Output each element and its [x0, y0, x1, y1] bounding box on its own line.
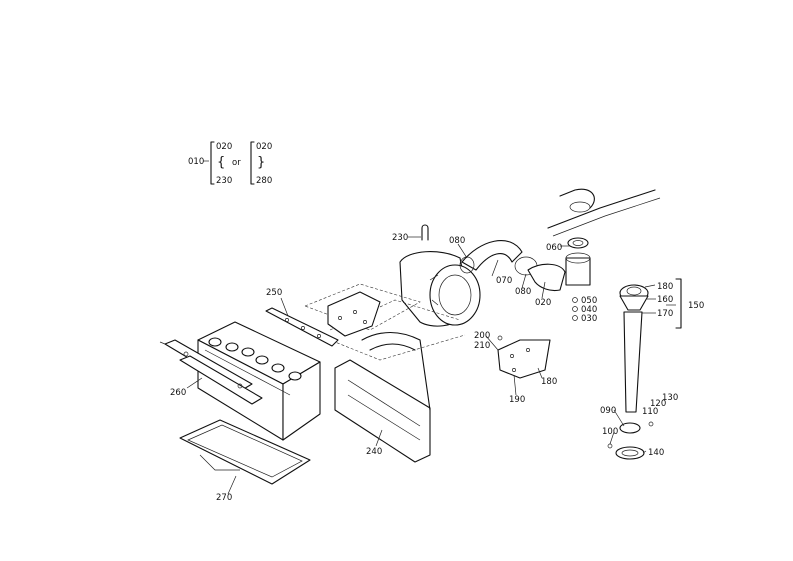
- label-180-a: 180: [657, 282, 673, 292]
- label-050: 050: [581, 296, 597, 306]
- label-140: 140: [648, 448, 664, 458]
- legend-main-number: 010: [188, 157, 204, 167]
- mounting-plate: [294, 283, 466, 361]
- label-110: 110: [642, 407, 658, 417]
- side-bracket: [485, 335, 551, 379]
- label-150: 150: [688, 301, 704, 311]
- label-270: 270: [216, 493, 232, 503]
- label-090: 090: [600, 406, 616, 416]
- label-180-b: 180: [541, 377, 557, 387]
- label-190: 190: [509, 395, 525, 405]
- svg-text:{: {: [217, 155, 225, 170]
- body-panel-outline: [547, 188, 661, 237]
- legend-block: 010 020 { 230 or 020 } 280: [188, 141, 272, 186]
- label-160: 160: [657, 295, 673, 305]
- label-060: 060: [546, 243, 562, 253]
- intake-stack: [607, 278, 682, 460]
- label-200: 200: [474, 331, 490, 341]
- label-240: 240: [366, 447, 382, 457]
- support-frame: [334, 331, 431, 463]
- label-130: 130: [662, 393, 678, 403]
- legend-group-b-top: 020: [256, 142, 272, 152]
- air-cleaner: [399, 224, 591, 327]
- label-230: 230: [392, 233, 408, 243]
- label-260: 260: [170, 388, 186, 398]
- battery-strap: [265, 307, 339, 347]
- label-210: 210: [474, 341, 490, 351]
- label-120: 120: [650, 399, 666, 409]
- legend-group-a-top: 020: [216, 142, 232, 152]
- label-170: 170: [657, 309, 673, 319]
- hold-down-bar: [159, 339, 263, 405]
- legend-or: or: [232, 158, 241, 168]
- label-040: 040: [581, 305, 597, 315]
- label-080-a: 080: [449, 236, 465, 246]
- battery-tray: [179, 419, 311, 485]
- label-080-b: 080: [515, 287, 531, 297]
- legend-group-a-bottom: 230: [216, 176, 232, 186]
- svg-text:}: }: [257, 155, 265, 170]
- label-070: 070: [496, 276, 512, 286]
- label-030: 030: [581, 314, 597, 324]
- part-labels: 230 080 070 080 020 060 050 040 030 180 …: [170, 233, 704, 503]
- leader-lines: [186, 236, 676, 495]
- legend-group-b-bottom: 280: [256, 176, 272, 186]
- label-100: 100: [602, 427, 618, 437]
- label-250: 250: [266, 288, 282, 298]
- label-020: 020: [535, 298, 551, 308]
